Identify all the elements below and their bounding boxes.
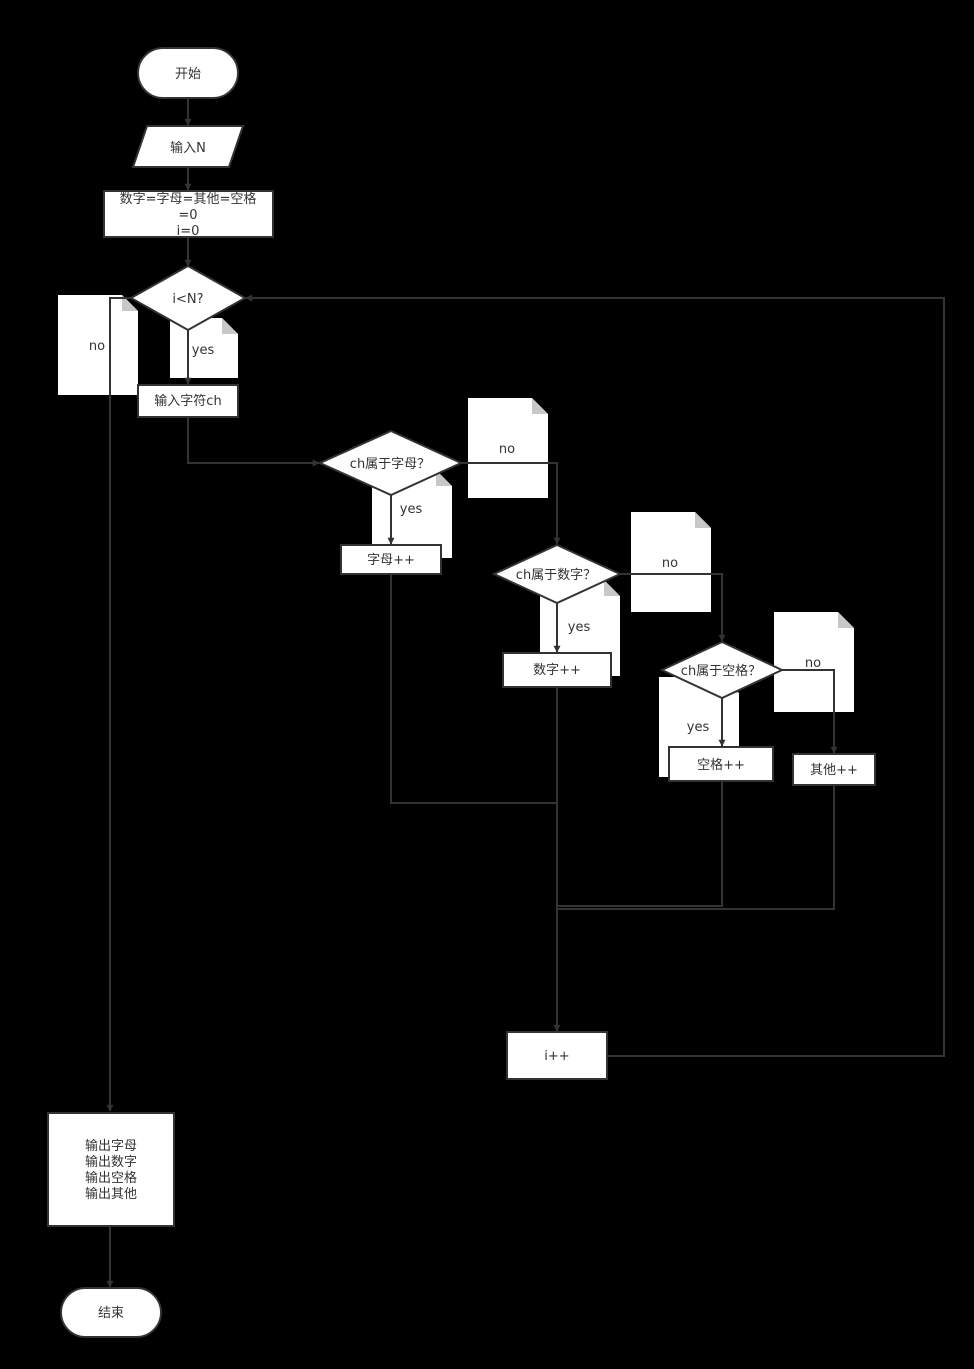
label-space-yes: yes (687, 720, 710, 735)
edge-otherinc-merge (557, 785, 835, 910)
end-node: 结束 (60, 1287, 162, 1338)
letter-increment-node: 字母++ (340, 544, 442, 575)
input-n-node: 输入N (131, 125, 245, 168)
svg-text:ch属于数字？: ch属于数字？ (516, 568, 596, 583)
edge-loop-no (106, 297, 131, 1112)
svg-text:i=0: i=0 (177, 224, 200, 239)
svg-text:ch属于空格？: ch属于空格？ (681, 663, 761, 679)
i-increment-node: i++ (506, 1031, 608, 1080)
edge-space-no (782, 669, 838, 754)
note-letter-no (468, 398, 548, 498)
svg-text:其他++: 其他++ (810, 763, 858, 778)
edge-letterinc-merge (390, 574, 557, 804)
svg-text:输入N: 输入N (170, 140, 206, 156)
digit-condition-node: ch属于数字？ (491, 543, 623, 605)
svg-text:输入字符ch: 输入字符ch (154, 393, 221, 409)
svg-text:输出空格: 输出空格 (85, 1170, 137, 1186)
init-node: 数字=字母=其他=空格 =0 i=0 (103, 190, 274, 239)
label-digit-no: no (662, 556, 678, 571)
note-digit-no (631, 512, 711, 612)
space-increment-node: 空格++ (668, 746, 774, 782)
label-letter-yes: yes (400, 502, 423, 517)
label-space-no: no (805, 656, 821, 671)
svg-text:结束: 结束 (98, 1306, 124, 1321)
letter-condition-node: ch属于字母？ (317, 429, 464, 497)
svg-text:i++: i++ (544, 1049, 569, 1064)
loop-condition-node: i<N? (128, 264, 248, 332)
label-letter-no: no (499, 442, 515, 457)
edge-inputch-to-letter (187, 417, 320, 467)
edge-letter-no (461, 462, 561, 545)
input-ch-node: 输入字符ch (137, 384, 239, 418)
start-node: 开始 (137, 47, 239, 99)
space-condition-node: ch属于空格？ (659, 640, 785, 700)
svg-text:数字++: 数字++ (533, 663, 581, 678)
svg-text:=0: =0 (178, 208, 197, 223)
output-node: 输出字母 输出数字 输出空格 输出其他 (47, 1112, 175, 1227)
svg-text:ch属于字母？: ch属于字母？ (350, 457, 430, 472)
svg-text:输出数字: 输出数字 (85, 1154, 137, 1170)
label-loop-no: no (89, 339, 105, 354)
other-increment-node: 其他++ (792, 753, 876, 786)
edge-iinc-loop-back (245, 294, 945, 1057)
svg-text:输出字母: 输出字母 (85, 1138, 137, 1154)
svg-text:数字=字母=其他=空格: 数字=字母=其他=空格 (120, 191, 257, 207)
label-loop-yes: yes (192, 343, 215, 358)
digit-increment-node: 数字++ (502, 652, 612, 688)
svg-text:字母++: 字母++ (367, 553, 415, 568)
svg-text:空格++: 空格++ (697, 757, 745, 773)
edge-digit-no (620, 573, 726, 642)
svg-text:开始: 开始 (175, 67, 201, 82)
svg-text:输出其他: 输出其他 (85, 1186, 137, 1202)
label-digit-yes: yes (568, 620, 591, 635)
edge-spaceinc-merge (557, 781, 723, 907)
svg-text:i<N?: i<N? (172, 292, 203, 307)
